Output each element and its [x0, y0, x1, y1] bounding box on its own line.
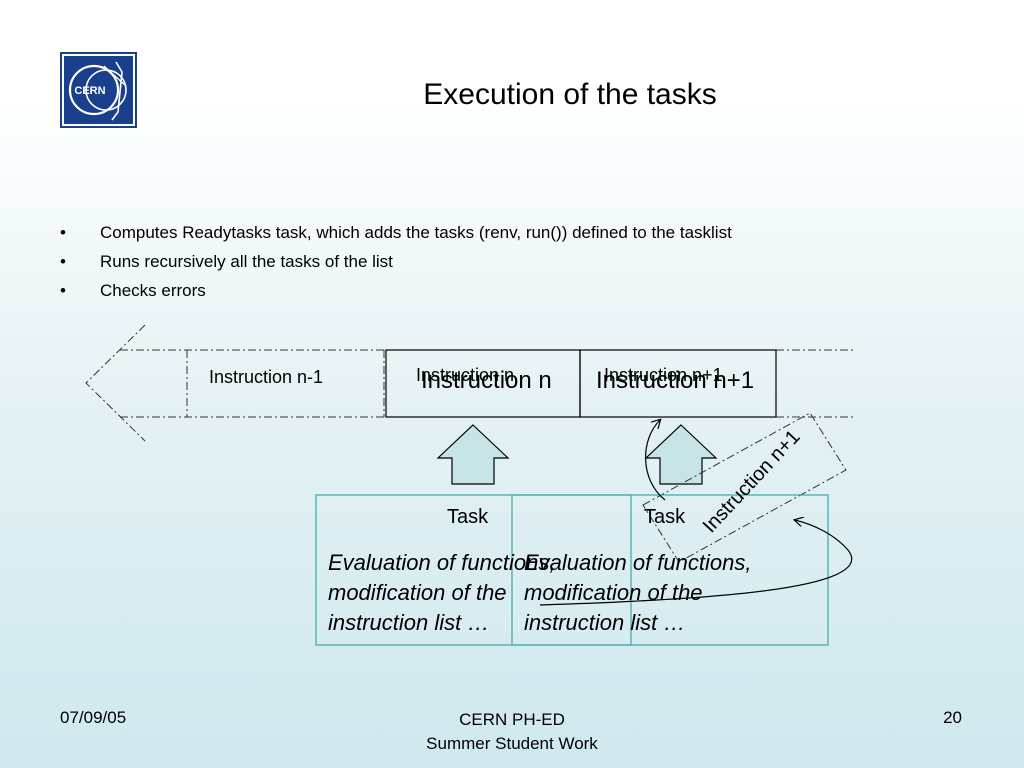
up-arrow-right [644, 424, 718, 485]
footer-date: 07/09/05 [60, 708, 127, 727]
footer-org-line2: Summer Student Work [426, 734, 598, 753]
cern-logo: CERN [60, 52, 137, 128]
inserted-instruction-box [642, 412, 847, 563]
task-box-right [511, 494, 829, 646]
label-instruction-n-plus-1: Instruction n+1 [596, 367, 755, 394]
band-arrow-head [85, 324, 146, 442]
label-instruction-n-plus-1-small: Instruction n+1 [604, 365, 723, 385]
logo-text: CERN [74, 85, 105, 97]
footer-org-line1: CERN PH-ED [459, 710, 565, 729]
bullet-item: Computes Readytasks task, which adds the… [60, 218, 732, 247]
up-arrow-left [436, 424, 510, 485]
label-instruction-n-small: Instruction n [416, 365, 515, 385]
instruction-n-plus-1-box [579, 349, 777, 418]
slide-title: Execution of the tasks [423, 78, 717, 111]
label-instruction-n: Instruction n [421, 367, 552, 394]
task-box-left [315, 494, 632, 646]
task-description-left: Evaluation of functions, modification of… [328, 550, 556, 635]
label-task-right: Task [644, 506, 686, 528]
page-number: 20 [943, 708, 962, 727]
curved-arrow-to-instruction [644, 420, 666, 501]
curved-arrow-to-inserted [539, 520, 853, 606]
cern-logo-graphic: CERN [62, 54, 135, 126]
label-task-left: Task [447, 506, 489, 528]
bullet-item: Runs recursively all the tasks of the li… [60, 247, 732, 276]
bullet-item: Checks errors [60, 276, 732, 305]
footer-organization: CERN PH-ED Summer Student Work [412, 708, 612, 756]
task-description-right: Evaluation of functions, modification of… [524, 550, 752, 635]
label-instruction-n-minus-1: Instruction n-1 [209, 367, 324, 387]
bullet-list: Computes Readytasks task, which adds the… [60, 218, 732, 305]
